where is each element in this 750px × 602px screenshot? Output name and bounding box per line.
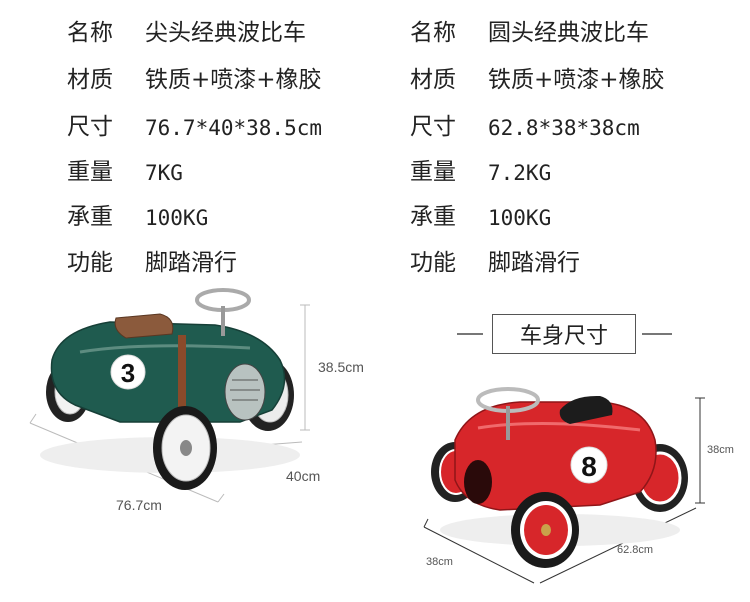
- red-height-label: 38cm: [707, 444, 734, 456]
- right-size-value: 62.8*38*38cm: [488, 116, 640, 140]
- left-function-label: 功能: [67, 250, 113, 276]
- left-load-label: 承重: [67, 204, 113, 230]
- right-load-label: 承重: [410, 204, 456, 230]
- section-title: 车身尺寸: [492, 314, 636, 354]
- right-material-label: 材质: [410, 67, 456, 93]
- red-width-label: 38cm: [426, 556, 453, 568]
- green-race-car: 3: [40, 288, 300, 490]
- title-rule-left: [457, 333, 483, 335]
- right-material-value: 铁质+喷漆+橡胶: [488, 67, 665, 93]
- right-name-label: 名称: [410, 20, 456, 46]
- green-length-label: 76.7cm: [116, 497, 162, 513]
- red-dimension-lines: [423, 397, 705, 584]
- right-weight-value: 7.2KG: [488, 161, 552, 185]
- red-race-car: 8: [431, 387, 688, 568]
- left-size-label: 尺寸: [67, 114, 113, 140]
- left-name-label: 名称: [67, 20, 113, 46]
- left-name-value: 尖头经典波比车: [145, 20, 306, 46]
- right-function-label: 功能: [410, 250, 456, 276]
- left-weight-value: 7KG: [145, 161, 183, 185]
- left-material-value: 铁质+喷漆+橡胶: [145, 67, 322, 93]
- left-weight-label: 重量: [67, 159, 113, 185]
- green-car-number: 3: [121, 358, 135, 388]
- right-name-value: 圆头经典波比车: [488, 20, 649, 46]
- red-car-number: 8: [581, 451, 597, 482]
- green-height-label: 38.5cm: [318, 359, 364, 375]
- right-size-label: 尺寸: [410, 114, 456, 140]
- green-width-label: 40cm: [286, 468, 321, 484]
- title-rule-right: [642, 333, 672, 335]
- left-load-value: 100KG: [145, 206, 209, 230]
- left-size-value: 76.7*40*38.5cm: [145, 116, 323, 140]
- right-function-value: 脚踏滑行: [488, 250, 580, 276]
- red-length-label: 62.8cm: [617, 544, 654, 556]
- right-weight-label: 重量: [410, 159, 456, 185]
- left-material-label: 材质: [67, 67, 113, 93]
- right-load-value: 100KG: [488, 206, 552, 230]
- left-function-value: 脚踏滑行: [145, 250, 237, 276]
